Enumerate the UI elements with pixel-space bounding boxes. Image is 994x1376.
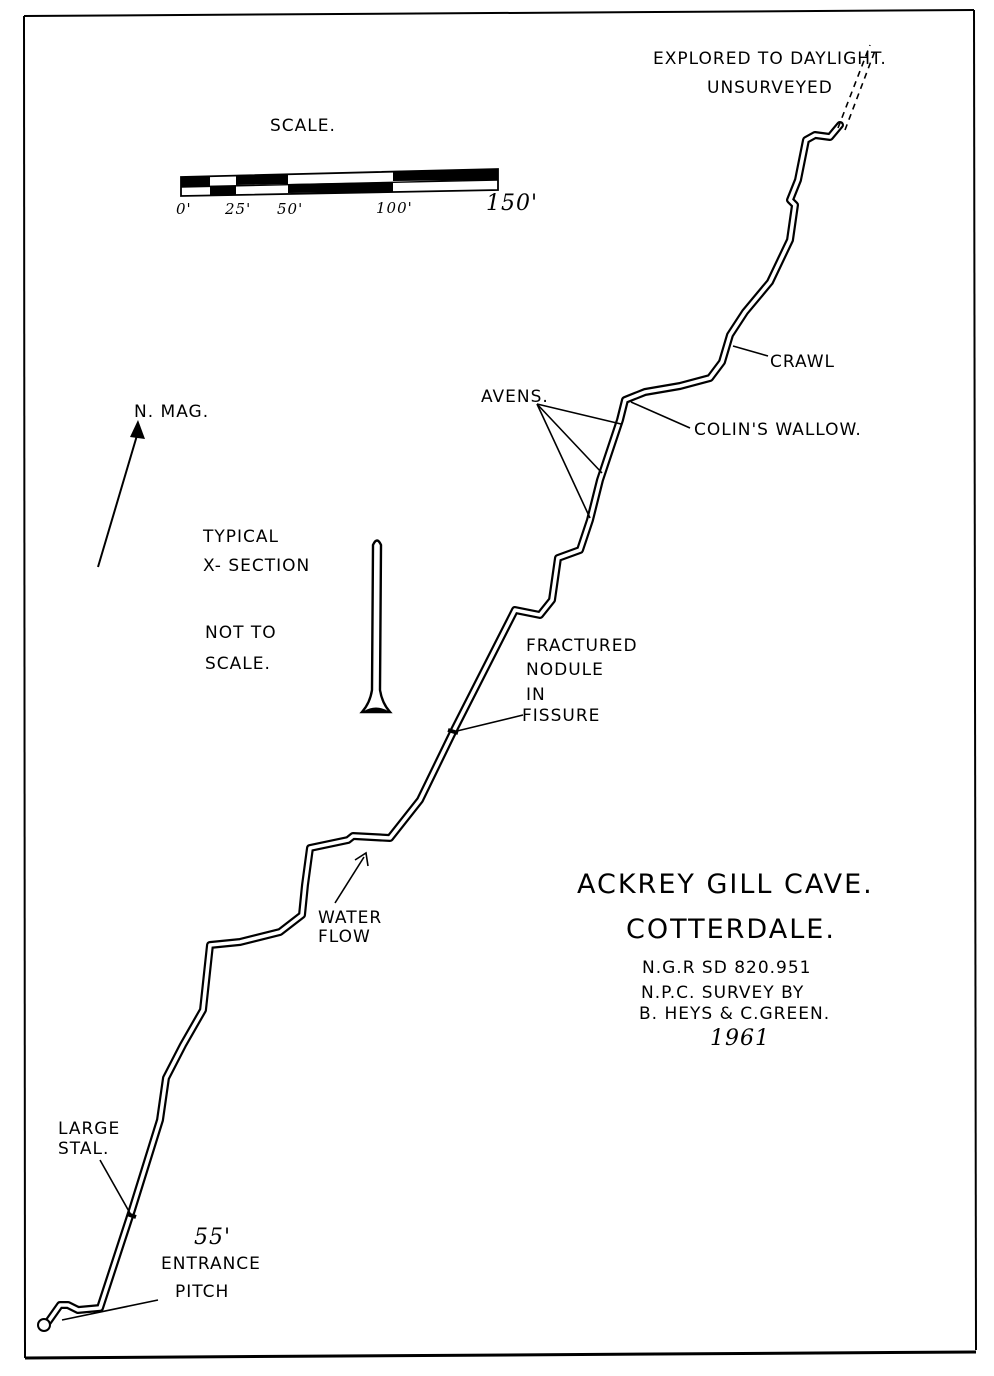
flow-label: FLOW — [318, 927, 371, 947]
nodule-label: NODULE — [526, 660, 604, 680]
title-block: ACKREY GILL CAVE. COTTERDALE. N.G.R SD 8… — [577, 869, 874, 1051]
unsurveyed-label: UNSURVEYED — [707, 78, 833, 98]
scale-tick-0: 0' — [176, 200, 192, 218]
xsection-line3: NOT TO — [205, 623, 277, 643]
xsection-line1: TYPICAL — [202, 527, 279, 547]
cave-title: ACKREY GILL CAVE. — [577, 869, 874, 900]
north-arrow-head — [130, 420, 145, 439]
water-label: WATER — [318, 908, 382, 928]
north-label: N. MAG. — [134, 402, 209, 422]
ngr-text: N.G.R SD 820.951 — [642, 958, 812, 978]
scale-tick-100: 100' — [376, 199, 413, 217]
cave-passage-outline — [44, 121, 844, 1326]
scale-tick-150: 150' — [486, 191, 538, 216]
colins-wallow-label: COLIN'S WALLOW. — [694, 420, 862, 440]
cave-passage — [37, 44, 877, 1332]
avens-label: AVENS. — [481, 387, 549, 407]
in-label: IN — [526, 685, 546, 705]
pitch-depth-label: 55' — [194, 1225, 231, 1250]
surveyors-text: B. HEYS & C.GREEN. — [639, 1004, 830, 1024]
entrance-shaft — [37, 1318, 51, 1332]
large-label: LARGE — [58, 1119, 120, 1139]
year-text: 1961 — [710, 1026, 770, 1051]
scale-label: SCALE. — [270, 116, 336, 136]
stal-label: STAL. — [58, 1139, 109, 1159]
unsurveyed-continuation — [837, 44, 871, 129]
cross-section: TYPICAL X- SECTION NOT TO SCALE. — [202, 527, 393, 714]
xsection-line2: X- SECTION — [203, 556, 310, 576]
fractured-label: FRACTURED — [526, 636, 638, 656]
explored-label: EXPLORED TO DAYLIGHT. — [653, 49, 887, 69]
location-title: COTTERDALE. — [626, 914, 836, 945]
north-arrow: N. MAG. — [97, 402, 209, 568]
xsection-line4: SCALE. — [205, 654, 271, 674]
scale-bar: SCALE. 0' 25' 50' 100' 150' — [176, 116, 538, 218]
sheet-border — [23, 9, 977, 1360]
survey-text: N.P.C. SURVEY BY — [641, 983, 804, 1003]
crawl-label: CRAWL — [770, 352, 835, 372]
entrance-label: ENTRANCE — [161, 1254, 261, 1274]
avens-leaders — [536, 403, 622, 519]
cross-section-shape — [359, 539, 393, 714]
scale-tick-50: 50' — [277, 200, 303, 218]
fissure-label: FISSURE — [522, 706, 600, 726]
scale-tick-25: 25' — [224, 200, 251, 218]
pitch-label: PITCH — [175, 1282, 229, 1302]
cave-passage-inner — [46, 123, 842, 1324]
